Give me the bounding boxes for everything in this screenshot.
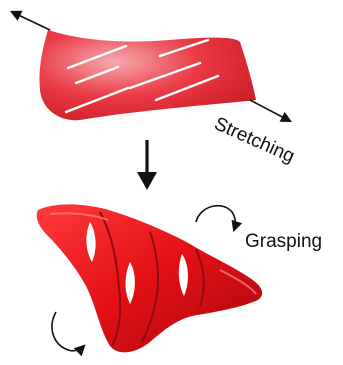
grasping-label: Grasping (245, 231, 322, 252)
grasping-sheet (37, 204, 262, 352)
down-arrow (137, 140, 157, 190)
stretching-label: Stretching (211, 113, 298, 167)
stretch-arrow-left (12, 12, 50, 30)
grip-body (37, 204, 262, 352)
rotate-arrow-bottom-left (52, 312, 84, 351)
rotate-arrow-top-right (196, 206, 235, 230)
sheet-body (39, 30, 256, 120)
stretched-sheet (39, 30, 256, 120)
stretch-arrow-right (250, 100, 290, 121)
